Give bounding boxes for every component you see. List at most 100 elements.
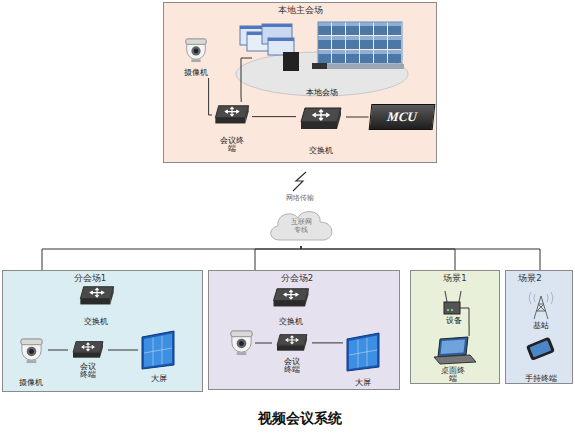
router-node: 设备 [436, 288, 472, 326]
video-wall [318, 22, 402, 64]
led [451, 309, 453, 311]
switch-icon [301, 108, 341, 129]
cable-line [252, 116, 296, 117]
antenna [445, 291, 461, 302]
laptop-display [441, 340, 466, 355]
switch-icon [80, 287, 113, 305]
tower-lattice [534, 296, 548, 319]
diagram-caption: 视频会议系统 [258, 410, 342, 428]
node-label: 桌面终端 [441, 367, 465, 384]
wire [241, 58, 252, 98]
node-label: 摄像机 [19, 379, 43, 388]
node-label: 交换机 [309, 147, 333, 156]
phone-icon [526, 337, 555, 361]
terminal-icon [215, 106, 248, 124]
base-station-node: 基站 [524, 293, 558, 331]
cable-line [48, 350, 68, 351]
window-panel [262, 24, 292, 44]
camera-node: 摄像机 [178, 36, 214, 78]
node-label: 互联网 专线 [289, 218, 313, 234]
node-label: 手持终端 [525, 375, 557, 384]
camera-icon [231, 331, 252, 355]
wire [255, 343, 272, 344]
video-wall-base [316, 64, 404, 69]
network-bus-line [42, 246, 301, 270]
window-bar [240, 26, 268, 29]
window-panel [240, 26, 268, 45]
switch-icon [274, 289, 309, 307]
local-screens-node: 本地会场 [236, 18, 408, 98]
cable-line [469, 326, 470, 336]
branch-venue-box: 分会场2 交换机会议终端大屏 [208, 270, 400, 390]
lightning-symbol [293, 172, 306, 191]
laptop-icon [434, 337, 476, 364]
group-title: 分会场1 [74, 274, 106, 284]
cable-line [346, 117, 369, 118]
floor-ellipse [236, 52, 408, 96]
network-bus-line [255, 246, 301, 270]
window-panel [247, 32, 275, 51]
mcu-node: MCU [369, 104, 436, 130]
network-label: 网络传输 [286, 194, 314, 203]
laptop-node: 桌面终端 [430, 336, 476, 384]
camera-icon [21, 339, 42, 363]
network-bus-line [301, 246, 455, 270]
screen-node: 大屏 [343, 328, 383, 388]
switch-node: 交换机 [268, 285, 314, 327]
terminal-icon [73, 342, 103, 358]
node-label: 设备 [446, 317, 462, 326]
window-bar [268, 38, 294, 41]
node-label: 交换机 [279, 318, 303, 327]
cloud-shape [271, 212, 332, 240]
node-label: 大屏 [355, 379, 371, 388]
signal-arcs [529, 292, 552, 304]
group-title: 场景1 [443, 274, 466, 284]
base-station-icon [529, 292, 552, 319]
node-label: MCU [386, 110, 417, 125]
window-bar [262, 24, 292, 27]
phone-body [526, 337, 555, 361]
node-label: 会议终端 [220, 137, 244, 154]
router-body [444, 302, 460, 314]
screen-icon [142, 331, 174, 369]
terminal-node: 会议终端 [212, 102, 252, 154]
cable-line [108, 350, 138, 351]
codec-box [312, 63, 327, 69]
wire [460, 308, 469, 326]
cable-line [241, 98, 242, 102]
server-box [283, 52, 299, 71]
node-label: 本地会场 [306, 89, 338, 98]
node-label: 交换机 [84, 318, 108, 327]
node-label: 基站 [533, 322, 549, 331]
led [447, 309, 449, 311]
node-label: 大屏 [151, 375, 167, 384]
scene-box: 场景2 基站手持终端 [505, 270, 573, 384]
cable-line [312, 342, 343, 343]
main-venue-box: 本地主会场摄像机本地会场会议终端交换机 MCU [163, 2, 437, 163]
branch-venue-box: 分会场1 交换机摄像机 会议终端大屏 [2, 270, 203, 392]
laptop-screen [438, 337, 468, 357]
node-label: 摄像机 [184, 69, 208, 78]
cable-line [209, 78, 212, 115]
phone-screen [530, 340, 552, 357]
router-icon [444, 291, 469, 326]
window-bar [247, 32, 275, 35]
group-title: 分会场2 [281, 274, 313, 284]
camera-node: 摄像机 [14, 336, 48, 388]
terminal-node: 会议终端 [68, 338, 108, 380]
group-title: 场景2 [518, 274, 541, 284]
scene-box: 场景1 设备桌面终端 [410, 270, 500, 384]
terminal-icon [277, 335, 307, 351]
network-cloud: 互联网 专线 [268, 206, 334, 246]
node-label: 会议终端 [80, 363, 96, 380]
screen-node: 大屏 [138, 328, 180, 384]
switch-node: 交换机 [296, 104, 346, 156]
group-title: 本地主会场 [278, 6, 323, 16]
node-label: 会议终端 [284, 358, 300, 375]
window-panel [268, 38, 294, 55]
network-bus-line [301, 246, 540, 270]
switch-node: 交换机 [75, 283, 117, 327]
terminal-node: 会议终端 [272, 331, 312, 375]
